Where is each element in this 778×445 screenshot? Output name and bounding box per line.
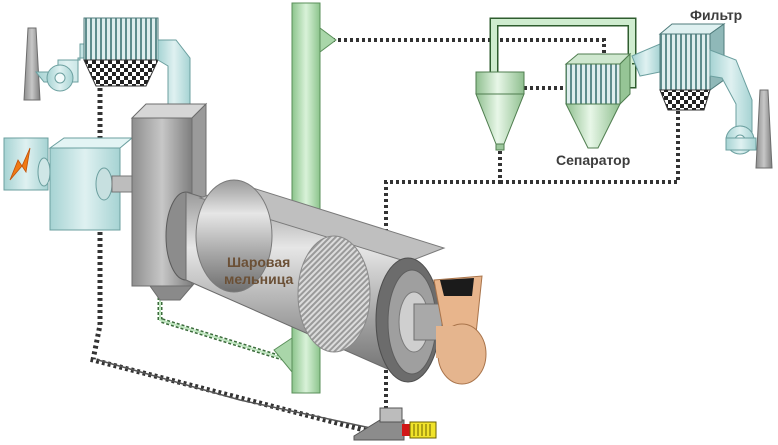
ball-mill	[165, 179, 446, 383]
power-icon	[9, 147, 31, 181]
mill-drive	[3, 137, 135, 231]
mill-gear-ring	[297, 235, 371, 353]
separator	[564, 52, 632, 149]
filter-label: Фильтр	[690, 7, 743, 23]
left-chimney	[23, 27, 41, 101]
right-bag-filter	[631, 23, 753, 137]
right-chimney	[755, 89, 773, 169]
ball-mill-label: Шаровая мельница	[224, 254, 293, 288]
cyclone	[475, 71, 525, 151]
ball-mill-label-line1: Шаровая	[226, 254, 291, 270]
separator-label: Сепаратор	[556, 152, 631, 168]
bottom-feeder	[353, 407, 437, 441]
discharge-chute	[433, 275, 487, 385]
ball-mill-label-line2: мельница	[224, 271, 294, 287]
right-exhaust-fan	[725, 125, 757, 155]
